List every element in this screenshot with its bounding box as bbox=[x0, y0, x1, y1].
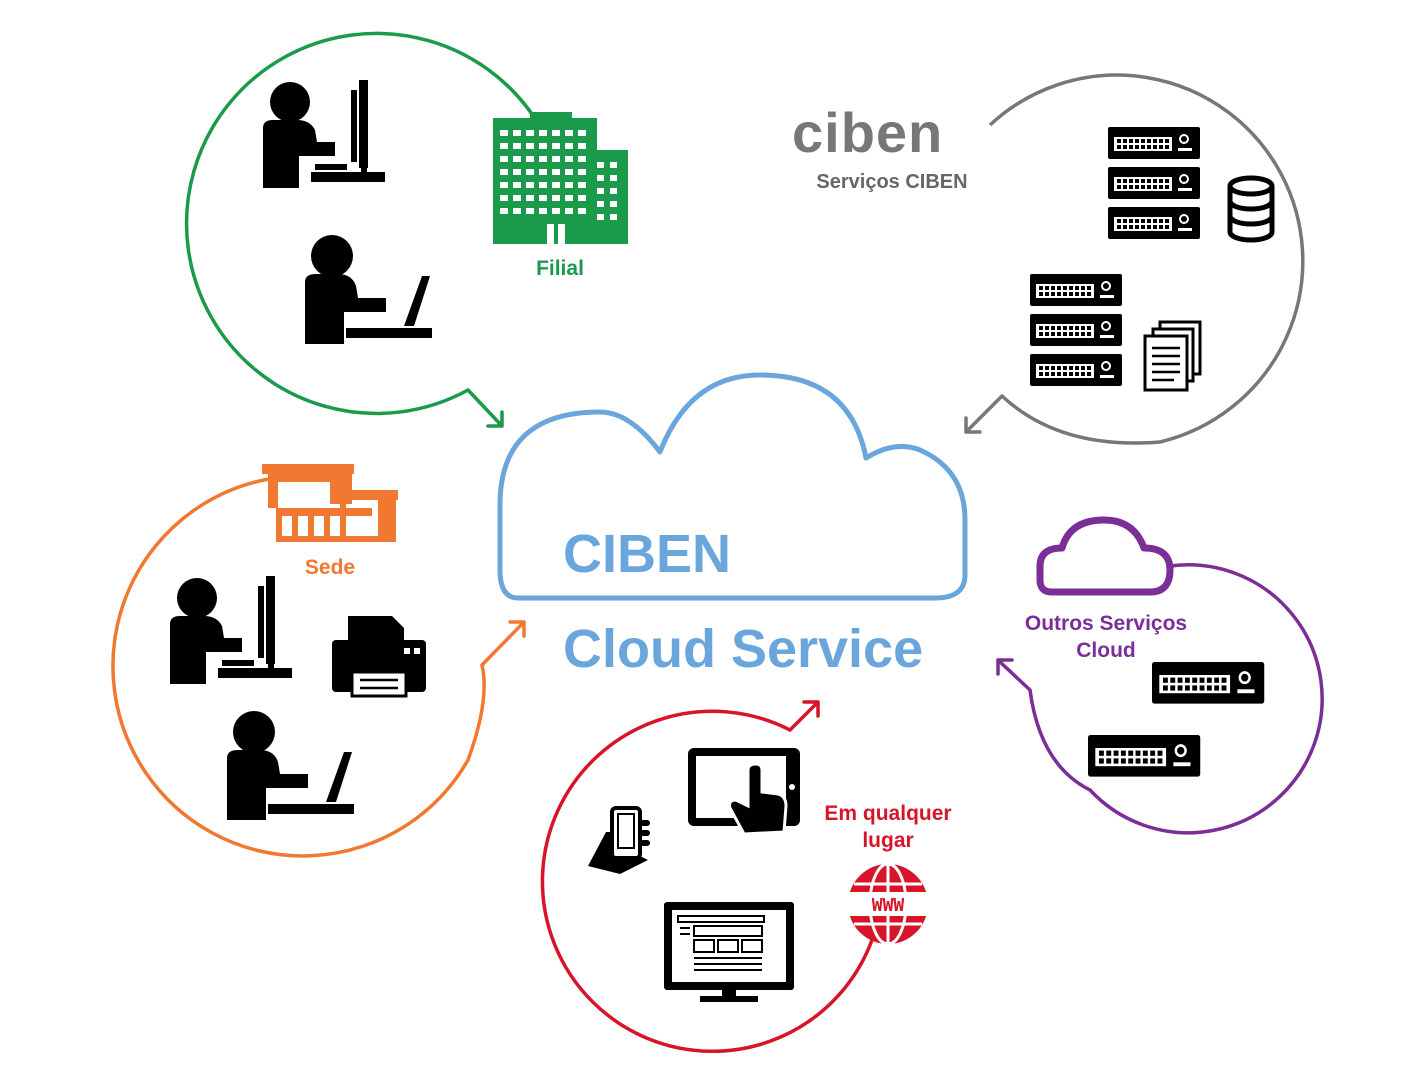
anywhere-group: Em qualquer lugar WWW bbox=[540, 700, 952, 1054]
small-cloud-icon bbox=[1036, 516, 1174, 596]
web-monitor-icon bbox=[664, 902, 794, 1002]
other-cloud-services-group: Outros Serviços Cloud bbox=[996, 516, 1324, 835]
ciben-bubble bbox=[988, 73, 1305, 445]
tablet-touch-icon bbox=[688, 748, 800, 836]
filial-group: Filial bbox=[184, 31, 628, 428]
sede-label: Sede bbox=[305, 556, 355, 579]
central-cloud: CIBEN Cloud Service bbox=[497, 372, 968, 679]
sede-bubble bbox=[111, 476, 486, 858]
laptop-user-icon bbox=[227, 711, 354, 820]
filial-bubble bbox=[184, 31, 544, 416]
headquarters-icon bbox=[262, 464, 398, 542]
server-rack-icon bbox=[1030, 274, 1122, 386]
other-services-bubble bbox=[1028, 563, 1324, 835]
database-icon bbox=[1227, 175, 1275, 243]
documents-icon bbox=[1143, 320, 1202, 392]
other-services-arrow-icon bbox=[996, 658, 1032, 692]
desktop-user-icon bbox=[263, 80, 385, 188]
sede-group: Sede bbox=[111, 464, 526, 858]
server-rack-icon bbox=[1108, 127, 1200, 239]
building-icon bbox=[493, 112, 628, 244]
other-services-label-line2: Cloud bbox=[1076, 639, 1135, 662]
ciben-logo: ciben bbox=[792, 101, 943, 164]
ciben-arrow-icon bbox=[964, 394, 1004, 434]
cloud-title-service: Cloud Service bbox=[563, 619, 923, 679]
other-services-label-line1: Outros Serviços bbox=[1025, 612, 1187, 635]
server-icon bbox=[1150, 660, 1266, 705]
anywhere-label-line2: lugar bbox=[862, 829, 913, 852]
ciben-services-group: ciben Serviços CIBEN bbox=[792, 73, 1305, 445]
anywhere-arrow-icon bbox=[788, 700, 820, 732]
filial-label: Filial bbox=[536, 257, 584, 280]
anywhere-label-line1: Em qualquer bbox=[824, 802, 951, 825]
globe-www-icon: WWW bbox=[848, 862, 928, 946]
globe-www-text: WWW bbox=[872, 895, 905, 916]
cloud-title-ciben: CIBEN bbox=[563, 524, 731, 584]
filial-arrow-icon bbox=[466, 388, 504, 428]
smartphone-icon bbox=[588, 806, 650, 874]
cloud-outline bbox=[497, 372, 968, 601]
sede-arrow-icon bbox=[480, 620, 526, 667]
laptop-user-icon bbox=[305, 235, 432, 344]
desktop-user-icon bbox=[170, 576, 292, 684]
ciben-services-label: Serviços CIBEN bbox=[816, 171, 967, 193]
server-icon bbox=[1086, 733, 1202, 778]
anywhere-bubble bbox=[540, 709, 874, 1054]
printer-icon bbox=[332, 616, 426, 698]
